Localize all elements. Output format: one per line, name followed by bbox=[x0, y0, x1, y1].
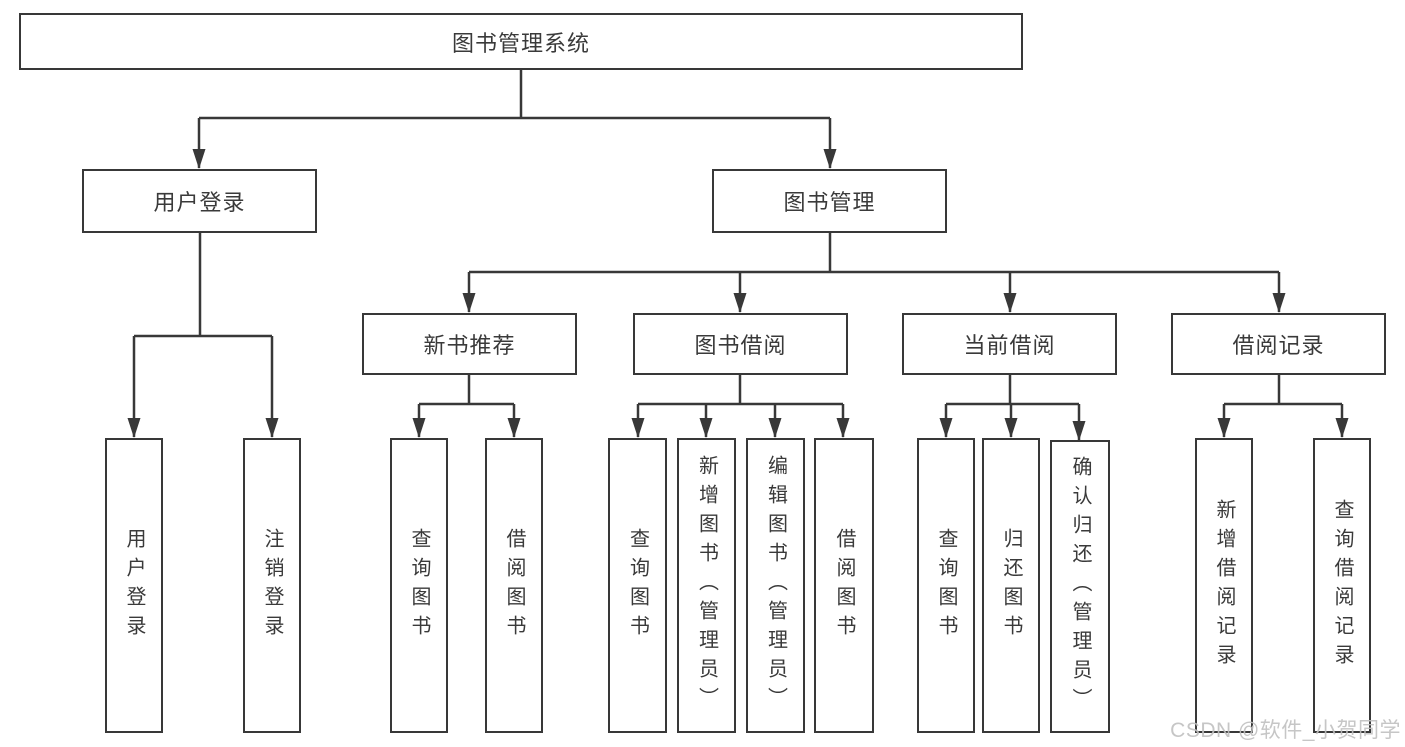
node-new-book-recommend: 新书推荐 bbox=[362, 313, 577, 375]
node-label: 查询图书 bbox=[408, 527, 430, 644]
node-label: 当前借阅 bbox=[963, 333, 1056, 358]
branch-root bbox=[192, 70, 837, 169]
node-book-management: 图书管理 bbox=[712, 169, 947, 233]
node-label: 查询图书 bbox=[935, 527, 957, 644]
node-label: 图书管理 bbox=[783, 190, 876, 215]
node-label: 注销登录 bbox=[261, 527, 283, 644]
branch-current-borrow bbox=[939, 375, 1086, 441]
branch-book-management bbox=[462, 233, 1286, 313]
leaf-query-borrow-record: 查询借阅记录 bbox=[1313, 438, 1371, 733]
node-current-borrow: 当前借阅 bbox=[902, 313, 1117, 375]
node-label: 用户登录 bbox=[123, 527, 145, 644]
node-label: 借阅图书 bbox=[503, 527, 525, 644]
leaf-confirm-return-admin: 确认归还（管理员） bbox=[1050, 440, 1110, 733]
node-root-library-system: 图书管理系统 bbox=[19, 13, 1023, 70]
csdn-watermark: CSDN @软件_小贺同学 bbox=[1170, 719, 1401, 742]
leaf-edit-book-admin: 编辑图书（管理员） bbox=[746, 438, 805, 733]
leaf-return-book: 归还图书 bbox=[982, 438, 1040, 733]
node-label: 借阅图书 bbox=[833, 527, 855, 644]
node-user-login: 用户登录 bbox=[82, 169, 317, 233]
node-book-borrow: 图书借阅 bbox=[633, 313, 848, 375]
node-label: 图书管理系统 bbox=[451, 30, 590, 56]
node-label: 新增借阅记录 bbox=[1213, 498, 1235, 673]
node-label: 借阅记录 bbox=[1232, 333, 1325, 358]
node-label: 编辑图书（管理员） bbox=[764, 455, 787, 716]
leaf-add-book-admin: 新增图书（管理员） bbox=[677, 438, 736, 733]
leaf-query-book-2: 查询图书 bbox=[608, 438, 667, 733]
leaf-borrow-book-2: 借阅图书 bbox=[814, 438, 874, 733]
node-borrow-records: 借阅记录 bbox=[1171, 313, 1386, 375]
branch-borrow-records bbox=[1217, 375, 1349, 438]
leaf-query-book-3: 查询图书 bbox=[917, 438, 975, 733]
node-label: 确认归还（管理员） bbox=[1069, 456, 1091, 717]
node-label: 新书推荐 bbox=[423, 333, 516, 358]
node-label: 图书借阅 bbox=[694, 333, 787, 358]
leaf-logout: 注销登录 bbox=[243, 438, 301, 733]
leaf-borrow-book-1: 借阅图书 bbox=[485, 438, 543, 733]
node-label: 用户登录 bbox=[153, 190, 246, 215]
leaf-query-book-1: 查询图书 bbox=[390, 438, 448, 733]
node-label: 查询借阅记录 bbox=[1331, 498, 1353, 673]
node-label: 归还图书 bbox=[1000, 527, 1022, 644]
node-label: 查询图书 bbox=[626, 527, 649, 644]
leaf-add-borrow-record: 新增借阅记录 bbox=[1195, 438, 1253, 733]
branch-user-login bbox=[127, 233, 279, 438]
branch-book-borrow bbox=[631, 375, 850, 438]
node-label: 新增图书（管理员） bbox=[695, 455, 718, 716]
leaf-user-login: 用户登录 bbox=[105, 438, 163, 733]
branch-new-book-recommend bbox=[412, 375, 521, 438]
